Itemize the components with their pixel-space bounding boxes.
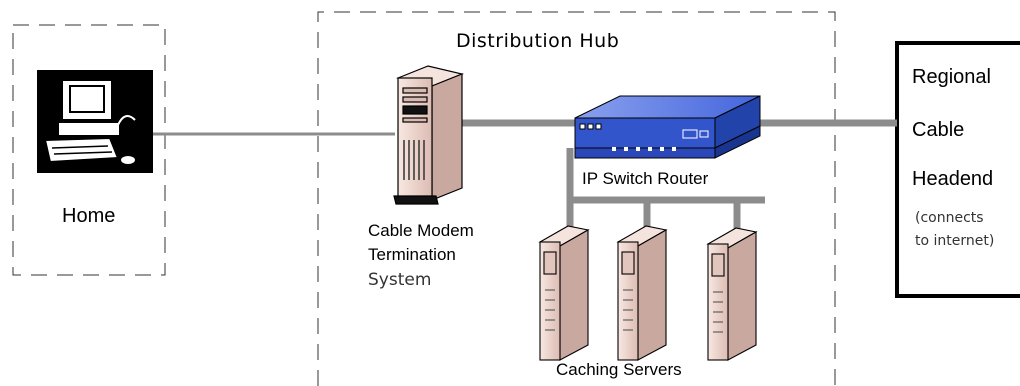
distribution-hub-title: Distribution Hub (456, 30, 620, 52)
headend-label-line1: Regional (912, 66, 991, 88)
home-computer-icon (37, 70, 153, 173)
cmts-label-line1: Cable Modem (368, 221, 474, 240)
home-boundary (12, 24, 166, 276)
home-label: Home (62, 205, 116, 227)
caching-server-icon-1 (538, 225, 590, 361)
headend-note-line1: (connects (915, 210, 984, 226)
distribution-hub-boundary (317, 11, 836, 386)
caching-servers-label: Caching Servers (556, 360, 682, 379)
cmts-tower-icon (393, 65, 464, 205)
cmts-label-line2: Termination (368, 245, 456, 264)
network-links (142, 119, 897, 236)
headend-note-line2: to internet) (915, 233, 995, 249)
caching-server-icon-3 (706, 227, 758, 361)
router-label: IP Switch Router (582, 169, 709, 188)
caching-server-icon-2 (616, 225, 668, 361)
headend-label-line2: Cable (912, 119, 965, 141)
ip-switch-router-icon (574, 95, 761, 159)
headend-label-line3: Headend (912, 168, 994, 190)
cmts-label-line3: System (368, 270, 432, 290)
headend-box (895, 41, 1020, 298)
